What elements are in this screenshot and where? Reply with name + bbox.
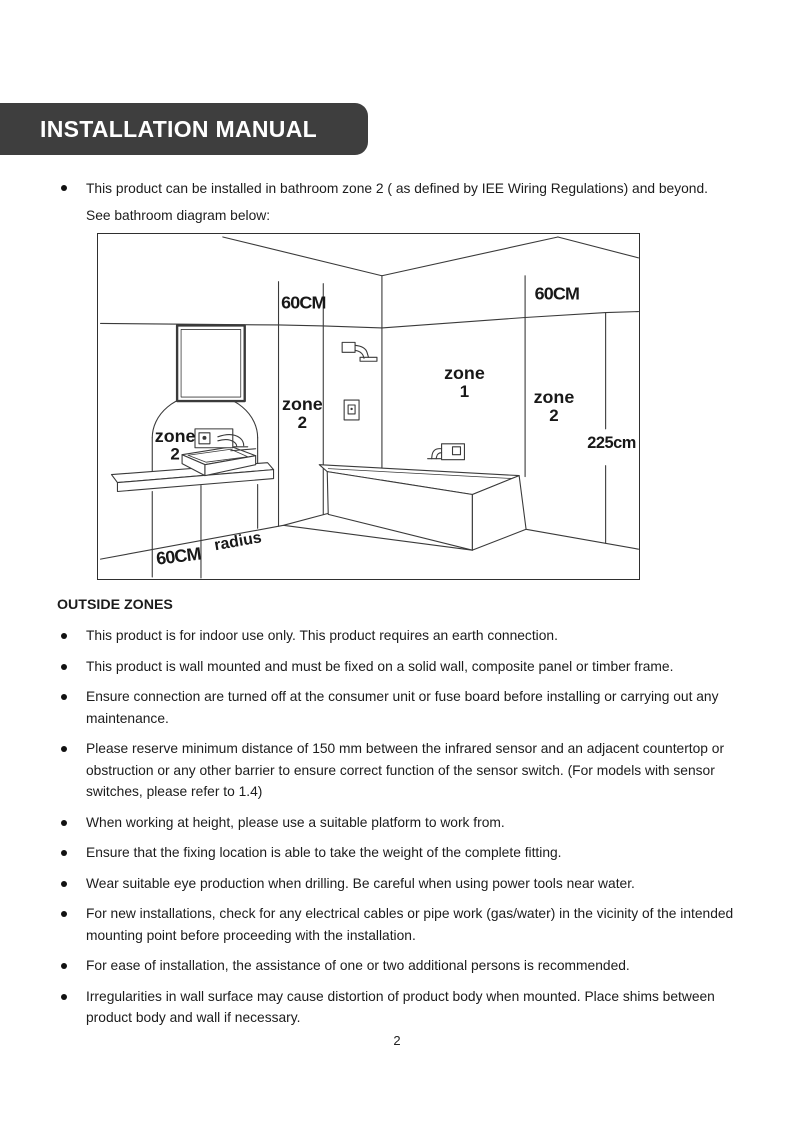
- bullet-dot: [61, 694, 67, 700]
- bullet-dot: [61, 963, 67, 969]
- list-item: This product can be installed in bathroo…: [57, 175, 712, 229]
- label-zone1-word: zone: [444, 363, 485, 383]
- page-number: 2: [393, 1033, 401, 1048]
- list-item: For new installations, check for any ele…: [57, 903, 745, 946]
- label-zone2-right-num: 2: [549, 406, 558, 425]
- bathtub: [318, 464, 527, 551]
- bullet-dot: [61, 185, 67, 191]
- bathroom-zones-diagram: 60CM 60CM zone 2 zone 1 zone 2 zone 2 22…: [97, 233, 640, 580]
- label-zone2-basin-num: 2: [170, 445, 179, 464]
- label-zone2-shower-num: 2: [298, 413, 307, 432]
- title-banner: INSTALLATION MANUAL: [0, 103, 368, 155]
- bullet-text: For new installations, check for any ele…: [86, 906, 734, 943]
- basin: [181, 446, 257, 477]
- label-60cm-top-mid: 60CM: [281, 293, 326, 313]
- bullet-text: This product is for indoor use only. Thi…: [86, 628, 558, 643]
- bullet-text: Irregularities in wall surface may cause…: [86, 988, 715, 1026]
- basin-tap-icon: [194, 428, 257, 452]
- label-60cm-floor: 60CM: [155, 544, 202, 569]
- bullet-text: When working at height, please use a sui…: [86, 814, 505, 830]
- bullet-text: For ease of installation, the assistance…: [86, 958, 630, 973]
- section-heading: OUTSIDE ZONES: [57, 597, 173, 613]
- label-zone2-right-word: zone: [534, 387, 575, 407]
- label-zone1-num: 1: [460, 382, 469, 401]
- mirror: [175, 324, 246, 403]
- outside-zones-list: This product is for indoor use only. Thi…: [57, 625, 745, 1038]
- bullet-text: Wear suitable eye production when drilli…: [86, 875, 635, 891]
- bullet-dot: [61, 911, 67, 917]
- bath-tap-icon: [427, 443, 465, 461]
- list-item: Ensure that the fixing location is able …: [57, 842, 745, 864]
- list-item: Irregularities in wall surface may cause…: [57, 986, 745, 1029]
- bullet-text: Ensure that the fixing location is able …: [86, 845, 562, 860]
- list-item: Please reserve minimum distance of 150 m…: [57, 738, 745, 803]
- label-60cm-top-right: 60CM: [535, 284, 580, 304]
- intro-list: This product can be installed in bathroo…: [57, 175, 712, 229]
- bullet-dot: [61, 819, 67, 826]
- shower-spout-icon: [341, 341, 378, 362]
- bullet-text: Ensure connection are turned off at the …: [86, 689, 719, 726]
- list-item: Wear suitable eye production when drilli…: [57, 873, 745, 895]
- bathroom-zones-drawing: 60CM 60CM zone 2 zone 1 zone 2 zone 2 22…: [100, 236, 639, 579]
- label-radius: radius: [213, 529, 263, 554]
- bullet-dot: [61, 993, 67, 1000]
- label-zone2-shower-word: zone: [282, 394, 323, 414]
- bullet-dot: [61, 880, 67, 887]
- bullet-text: Please reserve minimum distance of 150 m…: [86, 741, 725, 799]
- list-item: Ensure connection are turned off at the …: [57, 686, 745, 729]
- list-item: When working at height, please use a sui…: [57, 812, 745, 834]
- bullet-dot: [61, 633, 67, 639]
- bullet-text: This product can be installed in bathroo…: [86, 181, 708, 223]
- switch-icon: [343, 399, 360, 421]
- list-item: This product is wall mounted and must be…: [57, 656, 745, 678]
- bullet-dot: [61, 663, 67, 670]
- label-225cm: 225cm: [587, 434, 636, 452]
- label-zone2-basin-word: zone: [155, 426, 196, 446]
- list-item: For ease of installation, the assistance…: [57, 955, 745, 977]
- bullet-dot: [61, 850, 67, 856]
- bullet-text: This product is wall mounted and must be…: [86, 658, 674, 674]
- list-item: This product is for indoor use only. Thi…: [57, 625, 745, 647]
- page-title: INSTALLATION MANUAL: [40, 115, 317, 142]
- bullet-dot: [61, 746, 67, 752]
- room-outline: [100, 236, 639, 560]
